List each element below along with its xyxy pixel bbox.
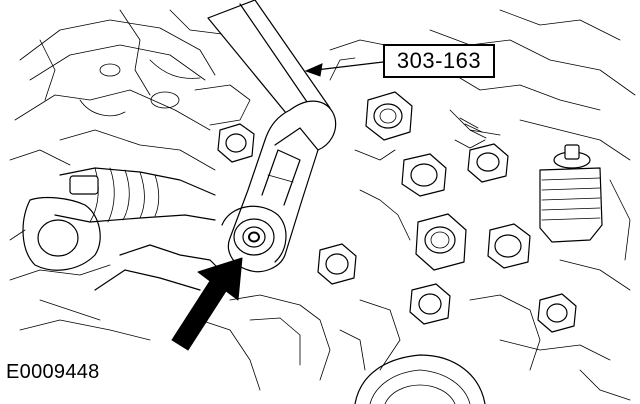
figure-id-label: E0009448 [6,361,100,383]
tool-number-label: 303-163 [383,44,495,78]
lower-pulley [354,354,486,404]
tool-callout-leader [304,61,384,77]
special-tool-303-163 [207,0,337,273]
camshaft-cap-bolts [217,91,577,333]
drive-shaft-boot [9,167,216,281]
attention-arrow [171,257,243,351]
engine-background-left [9,9,251,171]
valve-spring-assembly [539,144,603,243]
engine-background-right [329,9,636,401]
